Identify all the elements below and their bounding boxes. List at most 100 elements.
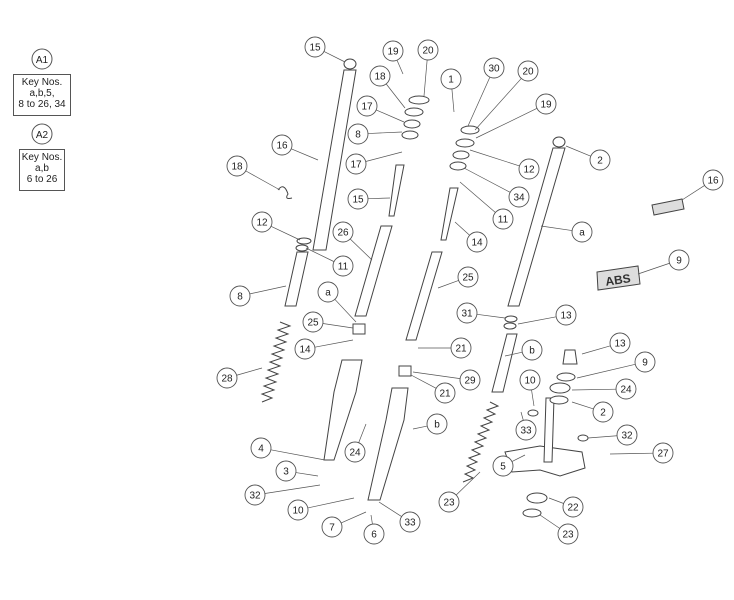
callout-bubble <box>302 311 324 333</box>
callout-bubble <box>321 516 343 538</box>
leader-line <box>334 299 357 323</box>
leader-line <box>396 60 404 75</box>
leader-line <box>469 149 520 167</box>
leader-line <box>349 238 373 261</box>
callout-bubble <box>508 186 530 208</box>
callout-label: 34 <box>513 193 525 204</box>
callout-label: 25 <box>307 318 319 329</box>
leader-line <box>637 262 670 275</box>
leader-line <box>358 423 367 443</box>
abs-badge <box>596 265 641 291</box>
leader-line <box>531 389 535 407</box>
right-spacer-tube <box>405 251 443 341</box>
callout-bubble <box>332 255 354 277</box>
callout-label: 9 <box>676 256 682 267</box>
leader-line <box>423 59 428 97</box>
leader-line <box>565 145 591 157</box>
callout-label: 9 <box>642 358 648 369</box>
leader-line <box>474 78 522 131</box>
callout-label: 23 <box>443 498 455 509</box>
callout-bubble <box>571 221 593 243</box>
leader-line <box>378 501 402 517</box>
left-damper-rod <box>388 164 405 217</box>
left-fork-cap <box>343 58 357 70</box>
decal-strip <box>651 198 685 216</box>
callout-label: 8 <box>237 292 243 303</box>
leader-line <box>467 76 491 127</box>
callout-bubble <box>521 339 543 361</box>
leader-line <box>341 511 367 524</box>
callout-bubble <box>515 419 537 441</box>
callout-bubble <box>229 285 251 307</box>
seal-ring <box>403 119 421 129</box>
callout-bubble <box>347 123 369 145</box>
callout-label: 33 <box>404 518 416 529</box>
callout-label: 16 <box>276 141 288 152</box>
leader-line <box>314 339 354 348</box>
leader-line <box>517 316 557 325</box>
spring-clip <box>277 186 293 199</box>
leader-line <box>548 497 564 504</box>
callout-bubble <box>251 211 273 233</box>
seal-ring <box>503 322 517 330</box>
callout-label: 15 <box>309 43 321 54</box>
leader-line <box>295 472 319 477</box>
leader-line <box>609 452 654 455</box>
callout-label: 31 <box>461 309 473 320</box>
callout-bubble <box>363 523 385 545</box>
seal-ring <box>449 161 467 171</box>
leader-line <box>459 181 496 213</box>
leader-line <box>365 151 403 162</box>
callout-bubble <box>345 153 367 175</box>
left-spring <box>260 321 292 403</box>
key-group-line: a,b,5, <box>29 88 55 99</box>
leader-line <box>249 285 287 295</box>
callout-bubble <box>426 413 448 435</box>
callout-label: 11 <box>338 262 349 273</box>
leader-line <box>376 109 405 123</box>
callout-label: 18 <box>374 72 386 83</box>
callout-bubble <box>456 302 478 324</box>
callout-label: 2 <box>600 408 606 419</box>
leader-line <box>511 454 526 462</box>
leader-line <box>571 401 594 410</box>
right-fork-cap <box>552 136 566 148</box>
leader-line <box>270 449 326 461</box>
leader-line <box>412 425 428 430</box>
leader-line <box>540 225 573 231</box>
steering-stem <box>543 397 555 463</box>
callout-label: 29 <box>464 376 476 387</box>
callout-label: 33 <box>520 426 532 437</box>
callout-label: 22 <box>567 503 579 514</box>
callout-label: 4 <box>258 444 264 455</box>
callout-bubble <box>399 511 421 533</box>
leader-line <box>323 51 346 63</box>
leader-line <box>681 185 705 201</box>
callout-label: 13 <box>614 339 626 350</box>
callout-label: 17 <box>361 102 373 113</box>
callout-label: 23 <box>562 530 574 541</box>
stem-nut <box>562 349 578 365</box>
leader-line <box>270 225 301 241</box>
callout-label: 7 <box>329 523 335 534</box>
callout-label: 19 <box>540 100 552 111</box>
leader-line <box>291 148 319 161</box>
callout-bubble <box>562 496 584 518</box>
callout-label: 3 <box>283 467 289 478</box>
callout-label: 1 <box>448 75 454 86</box>
callout-bubble <box>438 491 460 513</box>
callout-bubble <box>304 36 326 58</box>
right-fork-tube <box>507 147 566 307</box>
leader-line <box>367 131 403 134</box>
callout-bubble <box>492 208 514 230</box>
callout-bubble <box>294 338 316 360</box>
seal-ring <box>452 150 470 160</box>
leader-line <box>236 367 263 376</box>
callout-bubble <box>226 155 248 177</box>
leader-line <box>451 88 455 113</box>
leader-line <box>581 345 611 355</box>
key-group-box: Key Nos. a,b,5, 8 to 26, 34 <box>13 74 71 116</box>
callout-bubble <box>634 351 656 373</box>
callout-bubble <box>440 68 462 90</box>
